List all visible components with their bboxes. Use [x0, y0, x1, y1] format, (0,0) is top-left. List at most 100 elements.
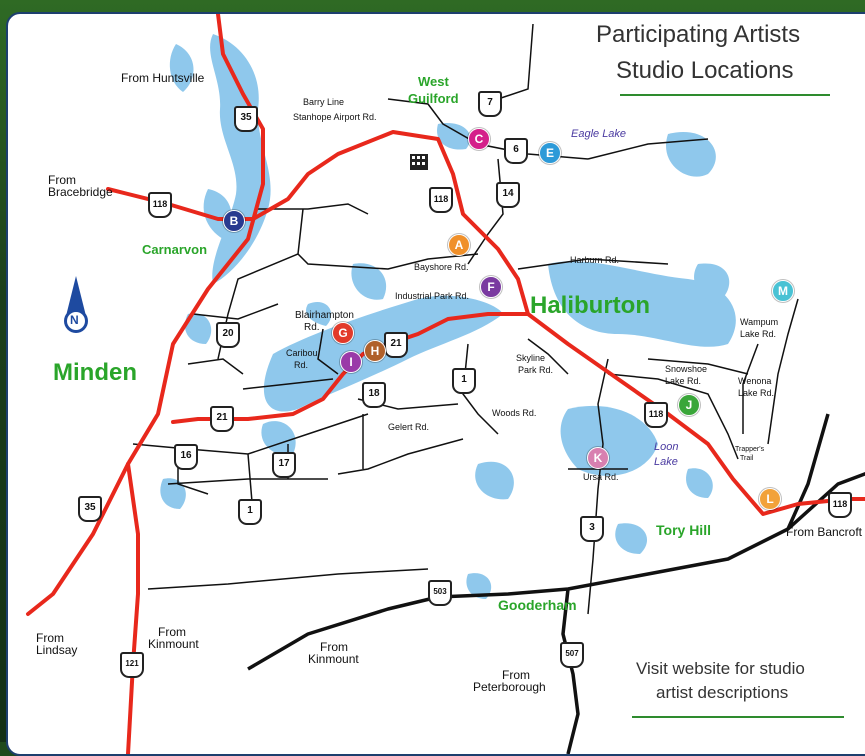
highway-line [126, 462, 140, 754]
road-wenona-1: Wenona [738, 376, 772, 386]
road-line [387, 98, 589, 160]
road-line [337, 438, 464, 475]
lake-shape [184, 313, 212, 344]
road-shield-6: 6 [504, 138, 528, 164]
lake-shape [615, 523, 648, 554]
lake-shape [437, 123, 471, 150]
from-peterborough-2: Peterborough [473, 680, 546, 694]
title-underline [620, 94, 830, 96]
road-line [497, 23, 534, 100]
road-snowshoe-1: Snowshoe [665, 364, 708, 374]
road-harburn: Harburn Rd. [570, 255, 620, 265]
road-line [561, 588, 580, 754]
road-line [167, 478, 328, 485]
studio-marker-j[interactable]: J [678, 394, 700, 416]
compass-icon [64, 276, 88, 333]
road-line [786, 413, 830, 530]
highway-shield-118-far-east: 118 [828, 492, 852, 518]
road-shield-21-west: 21 [210, 406, 234, 432]
studio-marker-m[interactable]: M [772, 280, 794, 302]
studio-marker-g[interactable]: G [332, 322, 354, 344]
road-shield-21-east: 21 [384, 332, 408, 358]
lake-eagle: Eagle Lake [571, 128, 627, 140]
town-gooderham: Gooderham [498, 597, 577, 613]
town-west-guilford-2: Guilford [408, 91, 459, 106]
road-barry-line: Barry Line [303, 97, 345, 107]
road-line [587, 138, 709, 160]
road-skyline-2: Park Rd. [518, 365, 554, 375]
road-ursa: Ursa Rd. [583, 472, 619, 482]
road-line [317, 328, 339, 375]
studio-marker-f[interactable]: F [480, 276, 502, 298]
title-line-2: Studio Locations [616, 57, 794, 84]
studio-marker-i[interactable]: I [340, 351, 362, 373]
studio-marker-k[interactable]: K [587, 447, 609, 469]
from-huntsville: From Huntsville [121, 71, 205, 85]
from-kinmount-b-2: Kinmount [308, 652, 359, 666]
road-shield-1-north: 1 [452, 368, 476, 394]
footer-line-2: artist descriptions [656, 683, 789, 702]
lake-shape [475, 461, 514, 500]
road-shield-121: 121 [120, 652, 144, 678]
highway-shield-118-west: 118 [148, 192, 172, 218]
road-line [527, 338, 569, 375]
road-shield-17: 17 [272, 452, 296, 478]
footer-underline [632, 716, 844, 718]
studio-marker-e[interactable]: E [539, 142, 561, 164]
road-wenona-2: Lake Rd. [738, 388, 775, 398]
town-carnarvon: Carnarvon [142, 242, 208, 257]
studio-marker-b[interactable]: B [223, 210, 245, 232]
from-lindsay-1: From [36, 631, 64, 645]
road-shield-3: 3 [580, 516, 604, 542]
road-skyline-1: Skyline [516, 353, 546, 363]
lake-shape [548, 261, 736, 347]
lake-shape [160, 478, 186, 509]
lake-shape [306, 302, 332, 326]
road-trappers-1: Trapper's [735, 446, 765, 453]
road-gelert: Gelert Rd. [388, 422, 430, 432]
footer-line-1: Visit website for studio [636, 659, 805, 678]
road-line [258, 203, 369, 215]
lake-shape [351, 263, 387, 300]
lake-loon-2: Lake [654, 456, 678, 468]
road-shield-18: 18 [362, 382, 386, 408]
highway-shield-118-north: 118 [429, 187, 453, 213]
road-shield-20: 20 [216, 322, 240, 348]
road-wampum-2: Lake Rd. [740, 329, 777, 339]
studio-marker-c[interactable]: C [468, 128, 490, 150]
highway-shield-118-east: 118 [644, 402, 668, 428]
studio-marker-l[interactable]: L [759, 488, 781, 510]
road-trappers-2: Trail [740, 455, 754, 462]
road-bayshore: Bayshore Rd. [414, 262, 469, 272]
road-line [587, 358, 609, 615]
road-line [517, 258, 669, 270]
road-line [192, 303, 279, 320]
road-line [242, 378, 334, 390]
major-secondary-roads [247, 413, 865, 754]
lake-shape [694, 263, 730, 304]
road-line [147, 568, 429, 590]
road-shield-14: 14 [496, 182, 520, 208]
road-line [767, 298, 799, 445]
road-wampum-1: Wampum [740, 317, 779, 327]
studio-marker-h[interactable]: H [364, 340, 386, 362]
road-caribou-2: Rd. [294, 360, 309, 370]
from-peterborough-1: From [502, 668, 530, 682]
road-industrial: Industrial Park Rd. [395, 291, 470, 301]
road-woods: Woods Rd. [492, 408, 537, 418]
from-kinmount-b-1: From [320, 640, 348, 654]
compass-letter: N [70, 313, 79, 327]
lake-loon-1: Loon [654, 441, 679, 453]
building-icon [410, 154, 428, 170]
town-minden: Minden [53, 359, 137, 386]
studio-marker-a[interactable]: A [448, 234, 470, 256]
from-bancroft: From Bancroft [786, 525, 863, 539]
road-line [187, 358, 244, 375]
road-shield-503: 503 [428, 580, 452, 606]
road-blairhampton-2: Rd. [304, 322, 320, 333]
lake-shape [666, 132, 716, 177]
highway-line [26, 14, 265, 616]
lake-shape [686, 468, 713, 498]
map-panel: N Participating Artists Studio Locations… [6, 12, 865, 756]
lake-shape [466, 573, 492, 599]
